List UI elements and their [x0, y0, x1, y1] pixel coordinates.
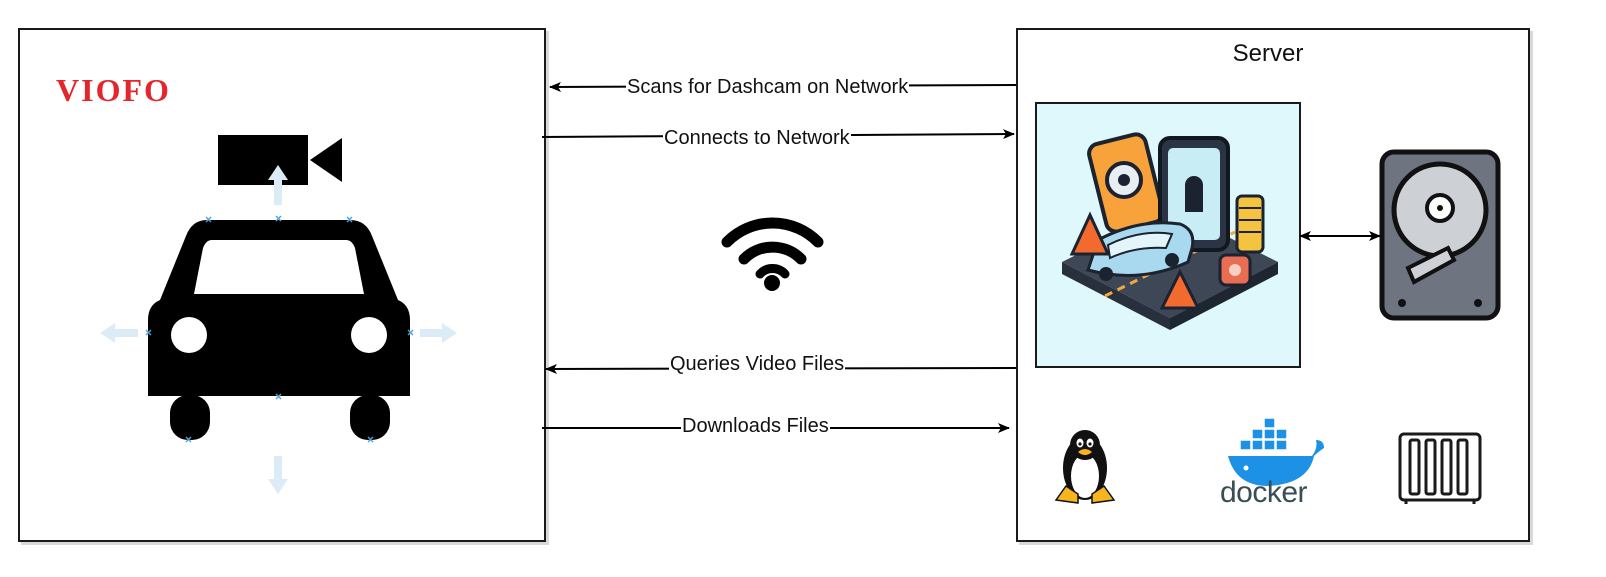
scan-label: Scans for Dashcam on Network — [626, 75, 910, 99]
car-icon — [148, 220, 410, 440]
server-title: Server — [1232, 40, 1304, 67]
query-label: Queries Video Files — [669, 352, 846, 376]
connection-markers — [145, 215, 414, 443]
camera-icon — [218, 135, 342, 185]
dashcam-app-icon — [1035, 102, 1301, 368]
connect-label: Connects to Network — [663, 126, 851, 150]
direction-hints — [100, 165, 457, 494]
download-label: Downloads Files — [681, 414, 830, 438]
wifi-icon — [721, 217, 824, 291]
linux-tux-icon — [1054, 430, 1116, 504]
nas-icon — [1398, 432, 1482, 504]
docker-whale-icon — [1228, 417, 1324, 486]
hard-drive-icon — [1379, 149, 1501, 321]
viofo-logo: VIOFO — [56, 72, 171, 108]
docker-label: docker — [1220, 476, 1308, 509]
